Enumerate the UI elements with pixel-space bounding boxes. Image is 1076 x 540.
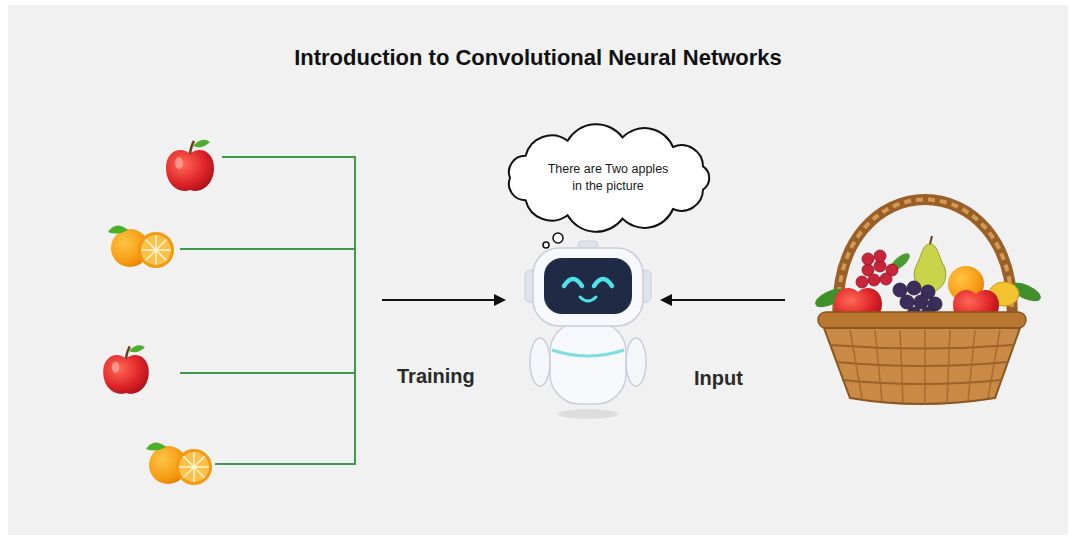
orange-icon-part — [141, 235, 171, 265]
training-bracket — [180, 156, 355, 465]
robot-part — [594, 279, 612, 286]
orange-icon-part — [138, 232, 174, 268]
apple-icon-part — [129, 345, 145, 352]
title-box: Introduction to Convolutional Neural Net… — [0, 45, 1076, 71]
fruit-basket — [813, 200, 1044, 405]
fruit-basket-part-part — [842, 380, 1002, 384]
fruit-basket-part-part — [875, 330, 882, 401]
robot-part — [552, 350, 624, 356]
fruit-basket-part-part — [836, 362, 1008, 366]
speech-tail — [543, 233, 563, 248]
fruit-basket-part-part — [830, 345, 1014, 349]
bubble-text: There are Two apples in the picture — [542, 161, 674, 195]
training-bracket-part — [354, 156, 356, 465]
apple-icon-part — [175, 157, 183, 169]
fruit-basket-part-part — [900, 330, 903, 403]
speech-tail-part — [553, 233, 563, 243]
fruit-basket-part-part — [924, 330, 926, 404]
training-arrow-part — [382, 299, 496, 301]
fruit-basket-part-part — [914, 295, 928, 309]
orange-icon-part — [146, 442, 166, 450]
fruit-basket-part-part — [874, 250, 886, 262]
fruit-basket-part — [856, 250, 898, 288]
speech-bubble: There are Two apples in the picture — [496, 123, 721, 233]
orange-icon — [146, 442, 212, 485]
fruit-basket-part-part — [856, 276, 868, 288]
fruit-basket-part — [850, 330, 1000, 404]
training-arrow-part — [494, 294, 506, 306]
apple-icon — [103, 345, 149, 394]
background-panel — [8, 5, 1068, 535]
training-bracket-part — [215, 463, 355, 465]
fruit-basket-part — [818, 312, 1026, 328]
fruit-basket-part — [830, 345, 1014, 384]
cloud-outline — [508, 124, 708, 231]
apple-icon-part — [166, 150, 214, 191]
bubble-text-group: There are Two apples in the picture — [542, 161, 674, 195]
fruit-basket-part-part — [907, 281, 921, 295]
orange-icon-part — [179, 452, 209, 482]
fruit-basket-part — [824, 328, 1020, 404]
orange-icon-part — [141, 235, 171, 265]
label-box: Input — [694, 367, 743, 390]
fruit-basket-part-part — [868, 274, 880, 286]
fruit-basket-part-part — [880, 273, 892, 285]
robot-part — [550, 322, 626, 404]
robot-part — [580, 297, 596, 301]
arrow-label: Input — [694, 367, 743, 389]
robot-part — [626, 338, 646, 386]
fruit-basket-part-part — [947, 330, 950, 403]
apple-icon-part — [126, 346, 130, 358]
orange-icon-part — [179, 452, 209, 482]
orange-icon-part — [108, 225, 128, 233]
fruit-basket-part — [930, 236, 932, 244]
robot-part — [558, 409, 618, 419]
robot-part — [530, 338, 550, 386]
fruit-basket-part-part — [893, 283, 907, 297]
apple-icon — [166, 140, 214, 191]
input-arrow-part — [670, 299, 785, 301]
fruit-basket-part-part — [968, 330, 975, 401]
robot — [525, 241, 651, 419]
robot-part — [564, 279, 582, 286]
input-arrow — [660, 294, 785, 306]
orange-icon — [108, 225, 174, 268]
apple-icon-part — [190, 141, 194, 154]
robot-part — [533, 248, 643, 326]
fruit-basket-part-part — [900, 295, 914, 309]
training-bracket-part — [180, 248, 355, 250]
orange-icon-part — [154, 248, 159, 253]
arrow-label: Training — [397, 365, 475, 387]
robot-part — [544, 258, 632, 314]
training-bracket-part — [180, 372, 355, 374]
fruit-basket-part-part — [988, 330, 1000, 398]
orange-icon-part — [176, 449, 212, 485]
apple-icon-part — [193, 140, 210, 148]
diagram-title: Introduction to Convolutional Neural Net… — [294, 45, 782, 70]
label-box: Training — [397, 365, 475, 388]
training-arrow — [382, 294, 506, 306]
apple-icon-part — [103, 355, 149, 394]
orange-icon-part — [192, 465, 197, 470]
fruit-basket-part-part — [862, 253, 874, 265]
speech-tail-part — [543, 242, 549, 248]
apple-icon-part — [112, 362, 120, 373]
cloud-outline — [496, 123, 721, 233]
fruit-basket-part-part — [850, 330, 862, 398]
training-bracket-part — [222, 156, 355, 158]
input-arrow-part — [660, 294, 672, 306]
